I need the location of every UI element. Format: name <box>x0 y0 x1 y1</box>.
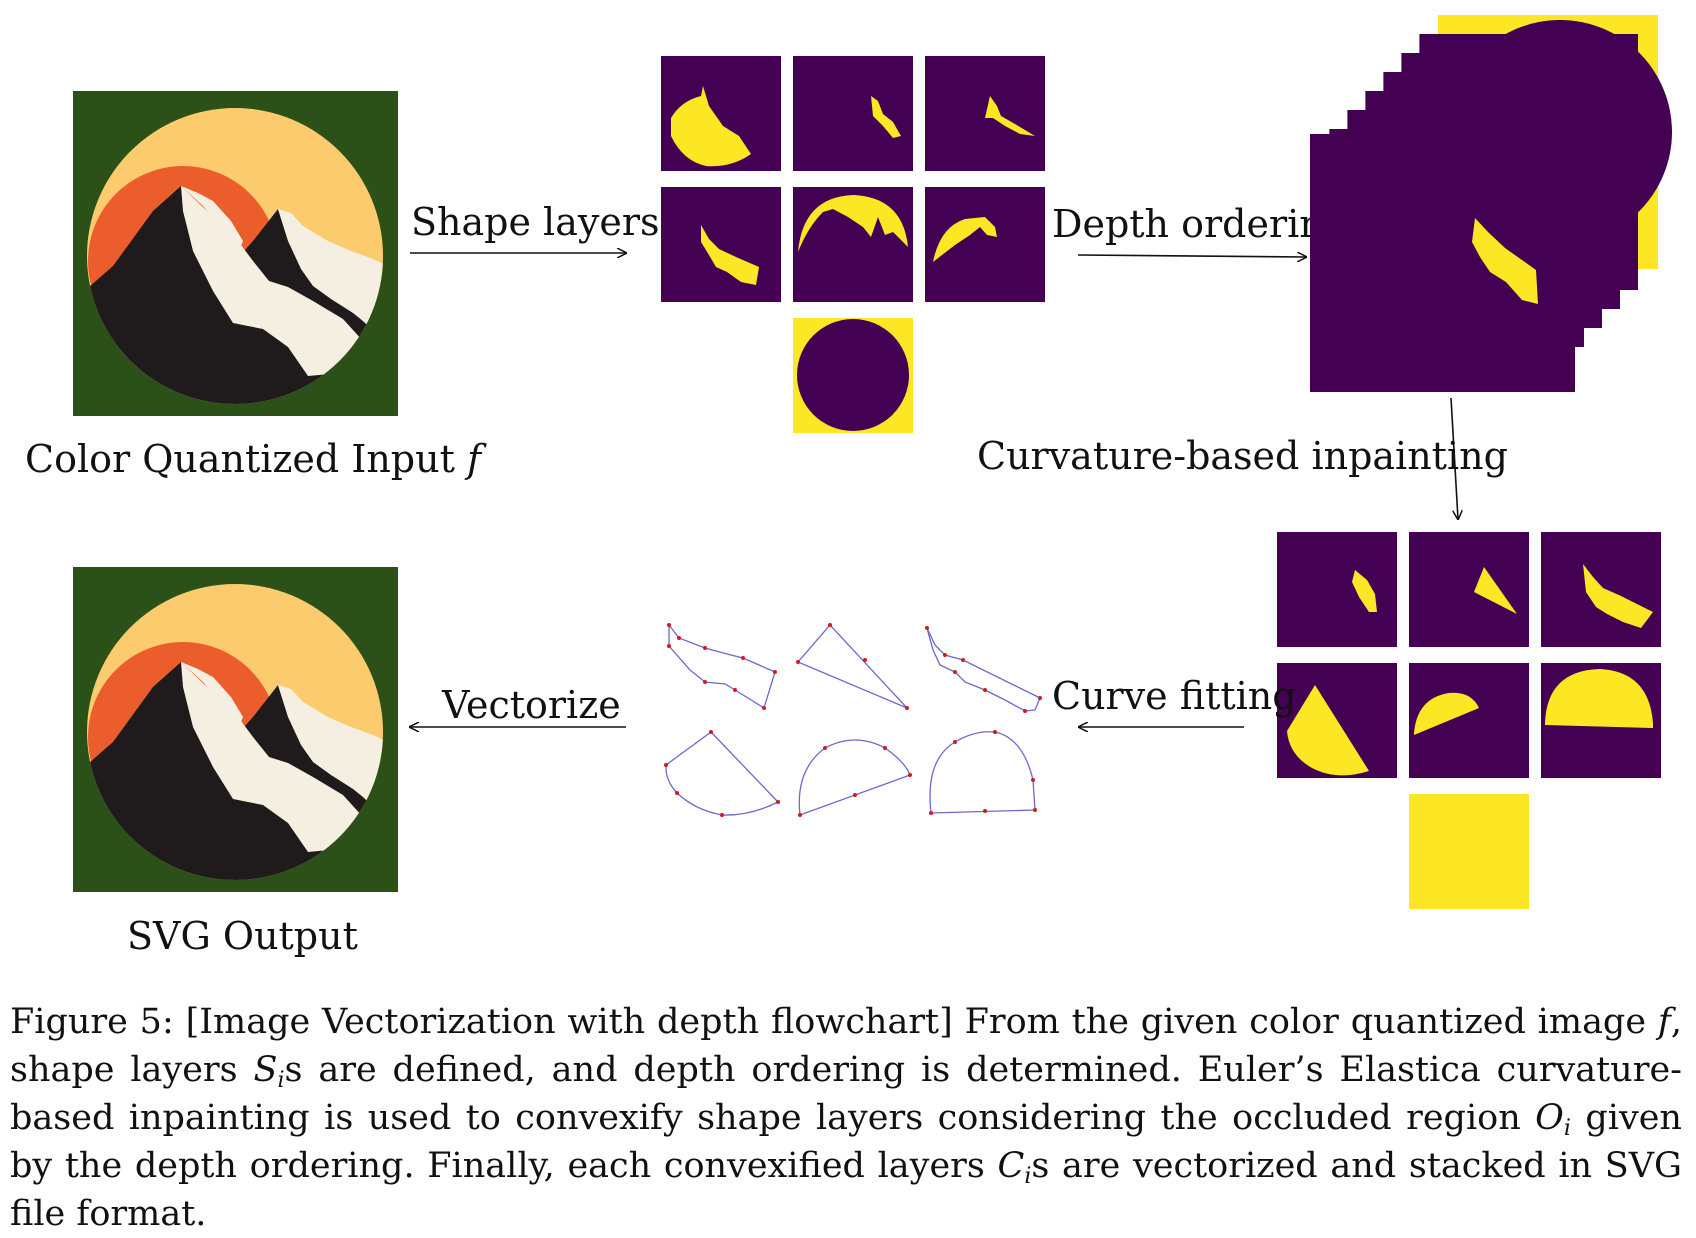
shape-layer-3 <box>925 56 1045 171</box>
shape-layer-5 <box>793 187 913 302</box>
curve-fitting-label: Curve fitting <box>1052 674 1297 718</box>
caption-bracket-title: [Image Vectorization with depth flowchar… <box>185 1002 953 1042</box>
inpainted-layer-2 <box>1409 532 1529 647</box>
figure-caption: Figure 5: [Image Vectorization with dept… <box>10 1002 1682 1234</box>
figure-number: Figure 5: <box>10 1002 174 1042</box>
inpainting-label: Curvature-based inpainting <box>977 434 1508 478</box>
inpainted-layer-7 <box>1409 794 1529 909</box>
shape-layers-label: Shape layers <box>411 200 660 244</box>
shape-layer-2 <box>793 56 913 171</box>
shape-layer-1 <box>661 56 781 171</box>
vector-curves <box>655 620 1050 820</box>
output-label: SVG Output <box>127 914 358 958</box>
inpainted-layer-6 <box>1541 663 1661 778</box>
shape-layer-4 <box>661 187 781 302</box>
input-label: Color Quantized Input f <box>25 437 482 481</box>
shape-layer-6 <box>925 187 1045 302</box>
inpainted-layer-3 <box>1541 532 1661 647</box>
shape-layer-7 <box>793 318 913 433</box>
input-image <box>73 91 398 416</box>
depth-ordered-stack <box>1310 12 1696 392</box>
vectorize-label: Vectorize <box>442 683 621 727</box>
arrow-depth-ordering <box>1077 255 1306 257</box>
inpainted-layer-5 <box>1409 663 1529 778</box>
inpainted-layer-1 <box>1277 532 1397 647</box>
inpainted-layer-4 <box>1277 663 1397 778</box>
depth-ordering-label: Depth ordering <box>1052 202 1349 246</box>
svg-output-image <box>73 567 398 892</box>
